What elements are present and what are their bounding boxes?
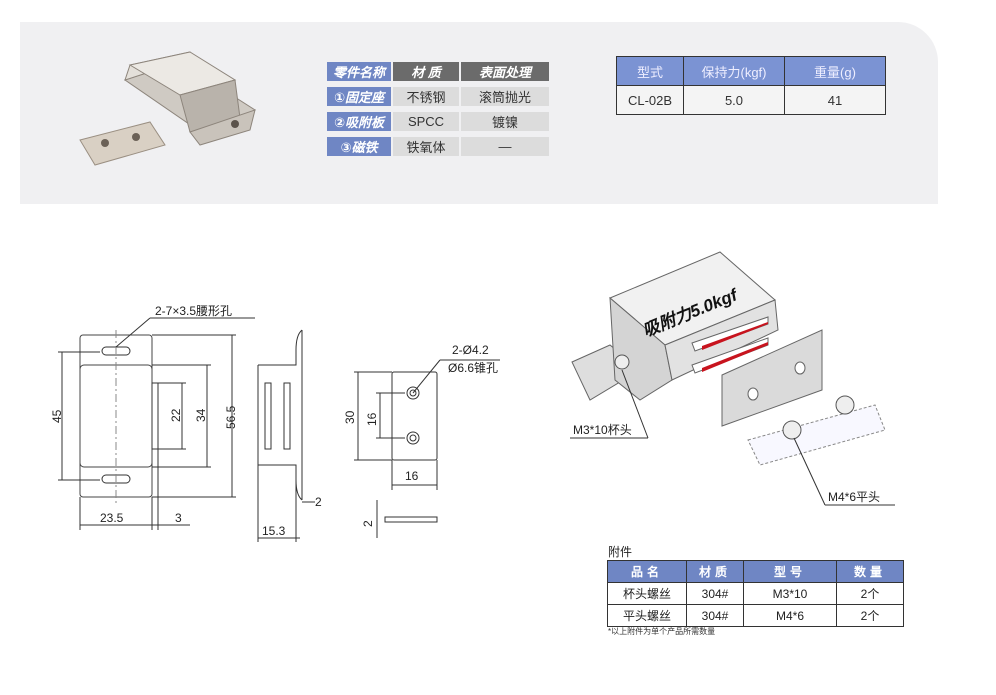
magnet-strip: [702, 322, 768, 350]
dim-45: 45: [50, 409, 64, 423]
screw2-label: M4*6平头: [828, 490, 880, 504]
hole-label-1: 2-Ø4.2: [452, 343, 489, 357]
side-view: [257, 329, 315, 542]
dim-16-horizontal: 16: [405, 469, 419, 483]
header-material: 材质: [686, 560, 744, 583]
header-part-name: 零件名称: [327, 62, 391, 81]
acc-material: 304#: [686, 582, 744, 605]
header-weight: 重量(g): [784, 56, 886, 86]
part-material: 不锈钢: [393, 87, 459, 106]
dim-15-3: 15.3: [262, 524, 286, 538]
part-finish: 镀镍: [461, 112, 549, 131]
technical-drawing: 2-7×3.5腰形孔 45 22 34 56.5 23.5 3 15.3 2 2…: [50, 304, 500, 542]
dim-56-5: 56.5: [224, 405, 238, 429]
product-3d-render: 吸附力5.0kgf M3*10杯头 M4*6平头: [570, 251, 895, 506]
dim-22: 22: [169, 408, 183, 422]
dim-2-side: 2: [315, 495, 322, 509]
acc-qty: 2个: [836, 582, 904, 605]
magnet-strip: [702, 342, 768, 372]
product-photo: [79, 51, 257, 166]
header-force: 保持力(kgf): [683, 56, 785, 86]
hole-label-2: Ø6.6锥孔: [448, 361, 498, 375]
dim-34: 34: [194, 408, 208, 422]
acc-model: M3*10: [743, 582, 837, 605]
header-name: 品名: [607, 560, 687, 583]
part-name: ③磁铁: [327, 137, 391, 156]
dim-3: 3: [175, 511, 182, 525]
header-finish: 表面处理: [461, 62, 549, 81]
table-row: ③磁铁 铁氧体 —: [327, 137, 549, 156]
part-finish: —: [461, 137, 549, 156]
accessories-note: *以上附件为单个产品所需数量: [608, 627, 716, 636]
dim-16-vertical: 16: [365, 412, 379, 426]
header-model: 型式: [616, 56, 684, 86]
dim-23-5: 23.5: [100, 511, 124, 525]
acc-name: 杯头螺丝: [607, 582, 687, 605]
part-name: ①固定座: [327, 87, 391, 106]
header-material: 材 质: [393, 62, 459, 81]
dim-30: 30: [343, 410, 357, 424]
accessories-table: 品名 材质 型号 数量 杯头螺丝 304# M3*10 2个 平头螺丝 304#…: [607, 560, 904, 627]
force-value: 5.0: [683, 85, 785, 115]
acc-name: 平头螺丝: [607, 604, 687, 627]
parts-table: 零件名称 材 质 表面处理 ①固定座 不锈钢 滚筒抛光 ②吸附板 SPCC 镀镍…: [325, 56, 551, 162]
spec-table: 型式 保持力(kgf) 重量(g) CL-02B 5.0 41: [616, 56, 886, 115]
header-model: 型号: [743, 560, 837, 583]
acc-qty: 2个: [836, 604, 904, 627]
part-name: ②吸附板: [327, 112, 391, 131]
header-qty: 数量: [836, 560, 904, 583]
table-row: ①固定座 不锈钢 滚筒抛光: [327, 87, 549, 106]
part-material: SPCC: [393, 112, 459, 131]
front-view: [58, 317, 255, 530]
slot-hole-label: 2-7×3.5腰形孔: [155, 304, 232, 318]
acc-material: 304#: [686, 604, 744, 627]
table-row: ②吸附板 SPCC 镀镍: [327, 112, 549, 131]
part-finish: 滚筒抛光: [461, 87, 549, 106]
model-value: CL-02B: [616, 85, 684, 115]
screw1-label: M3*10杯头: [573, 423, 632, 437]
dim-2-plate: 2: [361, 520, 375, 527]
table-row: 平头螺丝 304# M4*6 2个: [607, 604, 904, 627]
table-row: CL-02B 5.0 41: [616, 85, 886, 115]
weight-value: 41: [784, 85, 886, 115]
accessories-title: 附件: [608, 545, 633, 559]
table-row: 杯头螺丝 304# M3*10 2个: [607, 582, 904, 605]
acc-model: M4*6: [743, 604, 837, 627]
part-material: 铁氧体: [393, 137, 459, 156]
plate-view: [354, 359, 500, 538]
